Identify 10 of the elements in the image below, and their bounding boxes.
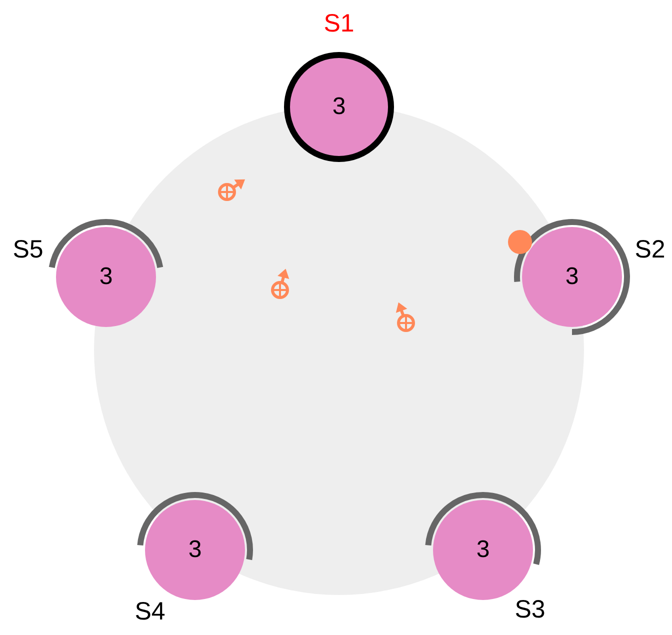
term-number: 3 [476, 538, 490, 562]
term-number: 3 [565, 265, 579, 289]
term-number: 3 [332, 95, 346, 119]
server-label: S4 [134, 600, 166, 624]
server-label: S1 [324, 12, 354, 36]
term-number: 3 [188, 538, 202, 562]
server-label: S5 [12, 238, 44, 262]
server-label: S2 [634, 238, 666, 262]
term-number: 3 [99, 265, 113, 289]
server-label: S3 [514, 598, 546, 622]
